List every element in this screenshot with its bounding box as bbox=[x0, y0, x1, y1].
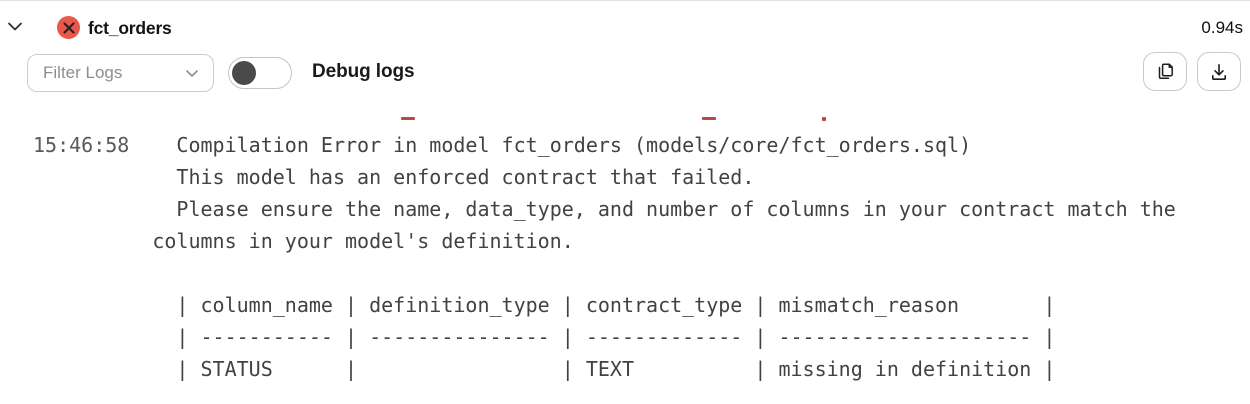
compilation-error-message: Compilation Error in model fct_orders (m… bbox=[152, 133, 1176, 381]
log-entry: 15:46:58 Compilation Error in model fct_… bbox=[33, 129, 1222, 385]
run-step-header: fct_orders 0.94s bbox=[0, 1, 1250, 49]
error-x-icon bbox=[57, 16, 80, 39]
filter-logs-label: Filter Logs bbox=[43, 63, 123, 82]
toggle-knob bbox=[232, 60, 256, 85]
filter-logs-dropdown[interactable]: Filter Logs bbox=[27, 54, 214, 92]
model-name: fct_orders bbox=[88, 18, 172, 38]
clipped-red-log-fragment bbox=[822, 117, 826, 121]
clipped-red-log-fragment bbox=[702, 117, 716, 120]
download-logs-button[interactable] bbox=[1197, 52, 1241, 91]
debug-logs-label: Debug logs bbox=[312, 61, 415, 82]
copy-logs-button[interactable] bbox=[1143, 52, 1187, 91]
download-icon bbox=[1212, 63, 1226, 80]
chevron-down-icon[interactable] bbox=[8, 22, 22, 31]
clipped-red-log-fragment bbox=[401, 117, 415, 120]
run-duration: 0.94s bbox=[1201, 18, 1243, 37]
log-output[interactable]: 15:46:58 Compilation Error in model fct_… bbox=[0, 97, 1250, 404]
debug-logs-toggle[interactable] bbox=[228, 57, 292, 89]
copy-icon bbox=[1158, 62, 1173, 79]
log-timestamp: 15:46:58 bbox=[33, 133, 130, 157]
chevron-down-icon bbox=[186, 69, 198, 77]
